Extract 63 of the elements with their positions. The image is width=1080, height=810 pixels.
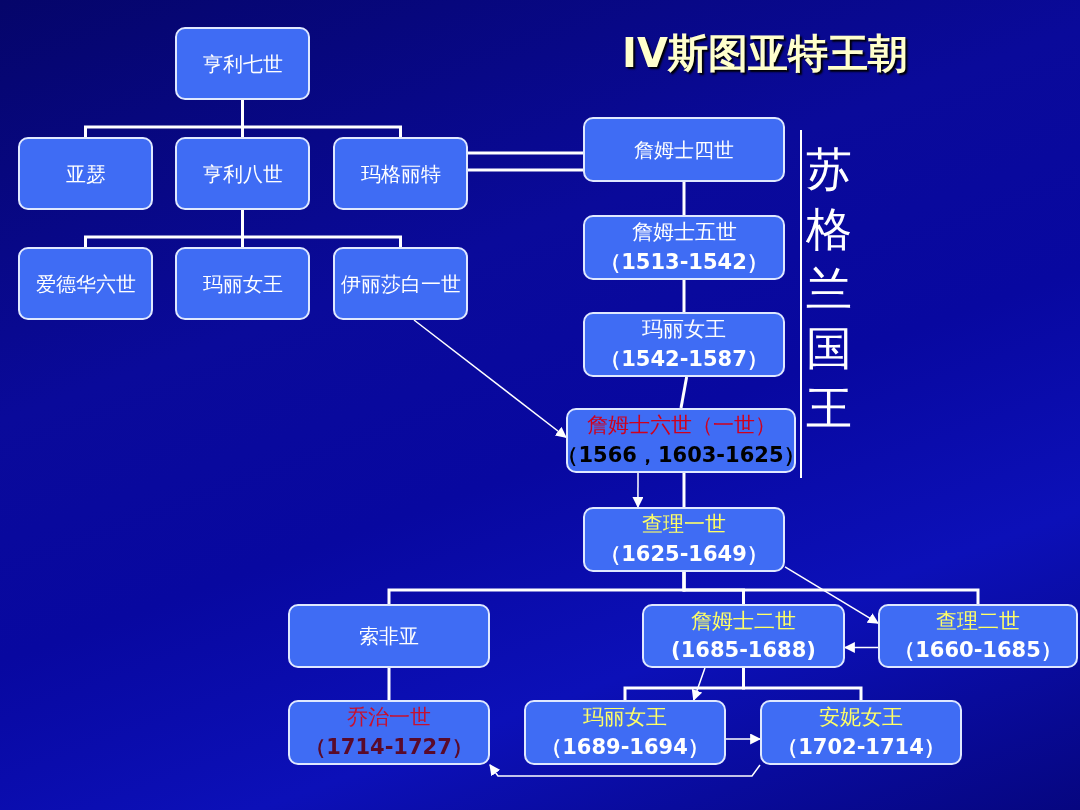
arrow [489, 764, 761, 777]
arrow [632, 472, 644, 509]
name-label: 詹姆士四世 [634, 136, 734, 164]
vertical-label: 苏格兰国王 [806, 141, 852, 438]
name-box [175, 247, 310, 320]
name-box [18, 137, 153, 210]
connector-line [679, 376, 689, 409]
years-label: （1625-1649） [600, 540, 768, 568]
years-label: （1513-1542） [600, 248, 768, 276]
title: IV斯图亚特王朝 [622, 29, 908, 78]
arrow [691, 667, 706, 702]
name-label: 玛丽女王 [202, 270, 283, 298]
name-label: 爱德华六世 [35, 270, 136, 298]
name-label: 索非亚 [359, 623, 419, 650]
years-label: （1660-1685） [894, 637, 1062, 664]
years-label: （1542-1587） [600, 345, 768, 373]
arrow [413, 319, 567, 438]
name-label: 玛丽女王 [642, 316, 726, 344]
name-label: 玛丽女王 [583, 704, 667, 732]
name-box [18, 247, 153, 320]
name-box [288, 604, 490, 668]
connector-line [682, 572, 980, 604]
name-box [288, 700, 490, 765]
name-label: 亚瑟 [65, 160, 106, 188]
name-label: 詹姆士二世 [691, 607, 796, 635]
connector-line [682, 280, 686, 312]
connector-line [682, 182, 686, 215]
name-label: 玛格丽特 [360, 160, 441, 188]
name-label: 安妮女王 [819, 704, 903, 732]
years-label: (1685-1688) [671, 637, 816, 664]
connector-line [241, 100, 402, 137]
years-label: （1566，1603-1625） [557, 441, 805, 469]
name-box [583, 507, 785, 572]
connector-line [466, 151, 585, 172]
name-box [333, 247, 468, 320]
name-label: 詹姆士五世 [631, 219, 737, 247]
name-label: 伊丽莎白一世 [340, 270, 461, 298]
arrow [843, 642, 879, 653]
name-box [175, 27, 310, 100]
name-box [583, 312, 785, 377]
years-label: （1702-1714） [777, 733, 945, 761]
name-label: 查理一世 [642, 511, 726, 539]
name-label: 乔治一世 [347, 704, 431, 732]
name-box [760, 700, 962, 765]
name-label: 亨利八世 [202, 160, 283, 188]
name-box [566, 408, 796, 473]
name-box [583, 117, 785, 182]
connector-line [682, 473, 686, 507]
name-box [878, 604, 1078, 668]
name-box [175, 137, 310, 210]
years-label: （1689-1694） [541, 733, 709, 761]
name-box [583, 215, 785, 280]
connector-line [241, 210, 402, 247]
name-label: 查理二世 [936, 607, 1020, 635]
connector-line [387, 668, 391, 700]
arrow [725, 733, 762, 745]
name-box [524, 700, 726, 765]
name-label: 亨利七世 [202, 50, 283, 78]
years-label: （1714-1727） [305, 733, 473, 761]
arrow [784, 566, 879, 624]
name-label: 詹姆士六世（一世） [586, 412, 776, 440]
name-box [333, 137, 468, 210]
name-box [642, 604, 845, 668]
